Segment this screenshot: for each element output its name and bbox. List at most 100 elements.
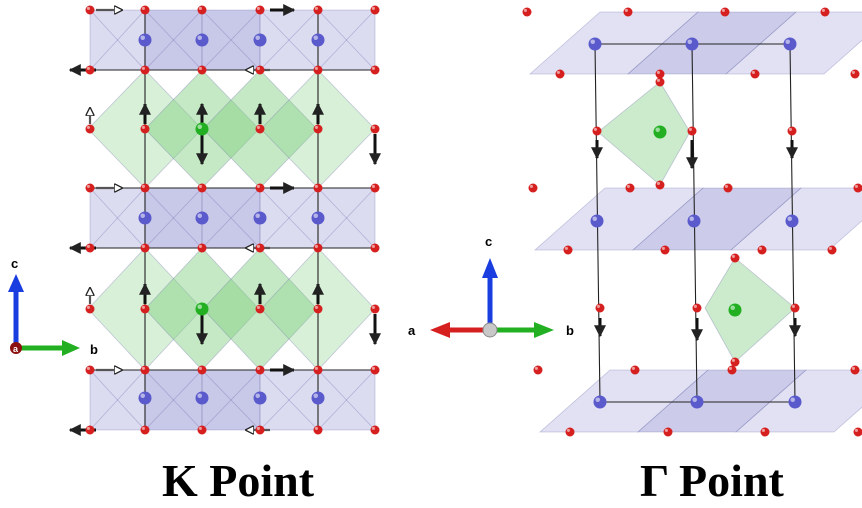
oxygen-atom	[140, 183, 150, 193]
gamma-c-axis-label: c	[485, 234, 492, 249]
oxygen-atom	[528, 183, 538, 193]
blue-atom	[138, 33, 152, 47]
green-octahedron	[597, 81, 691, 186]
green-octahedron	[704, 257, 796, 363]
oxygen-atom	[533, 365, 543, 375]
blue-atom	[783, 37, 797, 51]
oxygen-atom	[140, 124, 150, 134]
oxygen-atom	[370, 304, 380, 314]
oxygen-atom	[630, 365, 640, 375]
oxygen-atom	[730, 357, 740, 367]
oxygen-atom	[197, 425, 207, 435]
oxygen-atom	[85, 243, 95, 253]
oxygen-atom	[563, 245, 573, 255]
oxygen-atom	[827, 245, 837, 255]
oxygen-atom	[313, 365, 323, 375]
k-displacement-arrows	[68, 4, 381, 436]
c-axis-arrow-icon	[482, 258, 498, 278]
oxygen-atom	[313, 5, 323, 15]
oxygen-atom	[370, 5, 380, 15]
k-atoms	[85, 5, 380, 435]
oxygen-atom	[720, 7, 730, 17]
blue-atom	[195, 211, 209, 225]
oxygen-atom	[370, 183, 380, 193]
blue-atom	[253, 391, 267, 405]
oxygen-atom	[255, 365, 265, 375]
gamma-b-axis-label: b	[566, 323, 574, 338]
blue-atom	[788, 395, 802, 409]
c-axis-arrow-icon	[8, 274, 24, 292]
k-a-axis-label: a	[13, 344, 19, 354]
k-point-caption: K Point	[162, 455, 315, 506]
blue-atom	[311, 391, 325, 405]
oxygen-atom	[760, 427, 770, 437]
green-atom	[728, 303, 742, 317]
oxygen-atom	[820, 7, 830, 17]
blue-atom	[685, 37, 699, 51]
oxygen-atom	[655, 77, 665, 87]
blue-atom	[253, 33, 267, 47]
blue-atom	[138, 391, 152, 405]
oxygen-atom	[623, 7, 633, 17]
oxygen-atom	[692, 303, 702, 313]
gamma-a-axis-label: a	[408, 323, 416, 338]
blue-atom	[311, 33, 325, 47]
blue-atom	[195, 33, 209, 47]
oxygen-atom	[197, 65, 207, 75]
gamma-point-caption: Γ Point	[640, 455, 784, 506]
oxygen-atom	[727, 365, 737, 375]
oxygen-atom	[313, 183, 323, 193]
blue-atom	[690, 395, 704, 409]
gamma-atoms	[522, 7, 862, 437]
blue-atom	[593, 395, 607, 409]
oxygen-atom	[660, 245, 670, 255]
oxygen-atom	[655, 69, 665, 79]
blue-atom	[588, 37, 602, 51]
oxygen-atom	[850, 365, 860, 375]
k-point-structure: c b a	[8, 4, 381, 436]
blue-atom	[687, 214, 701, 228]
oxygen-atom	[730, 253, 740, 263]
oxygen-atom	[555, 69, 565, 79]
k-blue-polyhedra-layers	[89, 9, 376, 431]
oxygen-atom	[140, 304, 150, 314]
oxygen-atom	[370, 124, 380, 134]
oxygen-atom	[140, 5, 150, 15]
blue-octahedron	[626, 11, 798, 75]
oxygen-atom	[85, 5, 95, 15]
oxygen-atom	[313, 304, 323, 314]
oxygen-atom	[85, 365, 95, 375]
oxygen-atom	[255, 5, 265, 15]
blue-atom	[195, 391, 209, 405]
origin-icon	[482, 322, 498, 338]
oxygen-atom	[687, 126, 697, 136]
blue-atom	[138, 211, 152, 225]
b-axis-arrow-icon	[534, 322, 554, 338]
oxygen-atom	[853, 427, 862, 437]
gamma-displacement-arrows	[591, 140, 801, 342]
oxygen-atom	[625, 183, 635, 193]
k-c-axis-label: c	[11, 256, 18, 271]
green-atom	[195, 302, 209, 316]
oxygen-atom	[313, 243, 323, 253]
oxygen-atom	[592, 126, 602, 136]
oxygen-atom	[140, 243, 150, 253]
oxygen-atom	[255, 183, 265, 193]
blue-octahedron	[631, 187, 803, 251]
oxygen-atom	[140, 425, 150, 435]
oxygen-atom	[595, 303, 605, 313]
oxygen-atom	[370, 65, 380, 75]
oxygen-atom	[255, 243, 265, 253]
oxygen-atom	[663, 427, 673, 437]
oxygen-atom	[140, 65, 150, 75]
k-axis-triad: c b a	[8, 256, 98, 357]
oxygen-atom	[255, 65, 265, 75]
oxygen-atom	[197, 365, 207, 375]
oxygen-atom	[853, 183, 862, 193]
oxygen-atom	[85, 124, 95, 134]
oxygen-atom	[565, 427, 575, 437]
oxygen-atom	[197, 183, 207, 193]
oxygen-atom	[850, 69, 860, 79]
oxygen-atom	[757, 245, 767, 255]
